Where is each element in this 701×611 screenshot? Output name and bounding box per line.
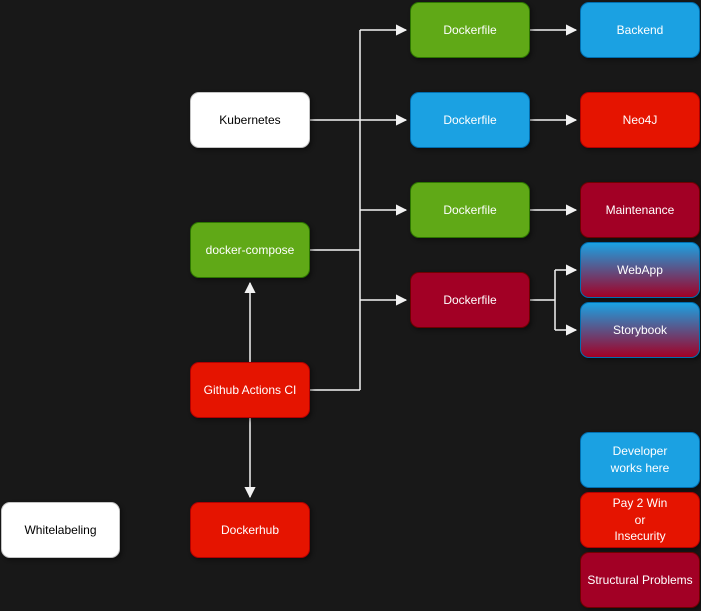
node-developer-works-here[interactable]: Developer works here — [580, 432, 700, 488]
node-label: Storybook — [612, 322, 668, 337]
node-pay-2-win-or-insecurity[interactable]: Pay 2 Win or Insecurity — [580, 492, 700, 548]
node-label: Dockerfile — [443, 22, 497, 37]
node-dockerhub[interactable]: Dockerhub — [190, 502, 310, 558]
node-label: Dockerfile — [443, 292, 497, 307]
node-kubernetes[interactable]: Kubernetes — [190, 92, 310, 148]
node-label: Backend — [616, 22, 664, 37]
node-label: Maintenance — [605, 202, 675, 217]
node-storybook[interactable]: Storybook — [580, 302, 700, 358]
node-maintenance[interactable]: Maintenance — [580, 182, 700, 238]
node-whitelabeling[interactable]: Whitelabeling — [1, 502, 120, 558]
node-label: Structural Problems — [587, 572, 693, 587]
node-github-actions-ci[interactable]: Github Actions CI — [190, 362, 310, 418]
node-label: Github Actions CI — [203, 382, 297, 397]
node-label: WebApp — [617, 262, 663, 277]
node-backend[interactable]: Backend — [580, 2, 700, 58]
node-label: Whitelabeling — [24, 522, 97, 537]
node-docker-compose[interactable]: docker-compose — [190, 222, 310, 278]
node-dockerfile-webapp[interactable]: Dockerfile — [410, 272, 530, 328]
node-structural-problems[interactable]: Structural Problems — [580, 552, 700, 608]
node-dockerfile-neo4j[interactable]: Dockerfile — [410, 92, 530, 148]
node-label: Dockerfile — [443, 112, 497, 127]
node-neo4j[interactable]: Neo4J — [580, 92, 700, 148]
node-label: Pay 2 Win or Insecurity — [612, 495, 668, 544]
node-label: Neo4J — [622, 112, 658, 127]
node-label: Kubernetes — [219, 112, 281, 127]
node-label: docker-compose — [205, 242, 295, 257]
node-label: Dockerfile — [443, 202, 497, 217]
node-label: Developer works here — [610, 444, 670, 475]
node-dockerfile-maintenance[interactable]: Dockerfile — [410, 182, 530, 238]
node-label: Dockerhub — [220, 522, 280, 537]
node-webapp[interactable]: WebApp — [580, 242, 700, 298]
node-dockerfile-backend[interactable]: Dockerfile — [410, 2, 530, 58]
